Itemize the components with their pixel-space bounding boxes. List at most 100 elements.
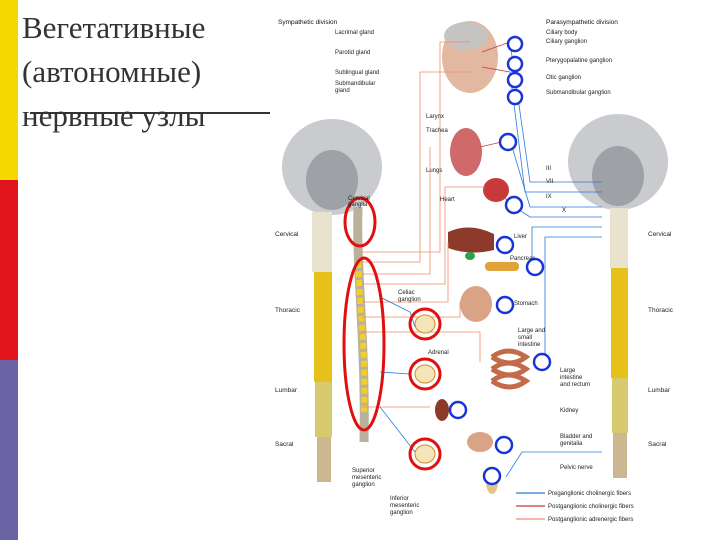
left-spine-lumbar bbox=[315, 382, 332, 437]
label-right-cervical: Cervical bbox=[648, 231, 672, 238]
head-hair bbox=[444, 22, 488, 50]
label-large-small-2: small bbox=[518, 335, 532, 341]
label-otic: Otic ganglion bbox=[546, 75, 581, 81]
sympathetic-chain-beads bbox=[355, 261, 368, 413]
stomach-organ bbox=[460, 286, 492, 322]
title-divider bbox=[30, 112, 270, 114]
ganglion-marker-7 bbox=[495, 235, 515, 255]
label-pterygopalatine: Pterygopalatine ganglion bbox=[546, 58, 612, 64]
autonomic-nervous-system-diagram: Sympathetic division Parasympathetic div… bbox=[275, 19, 674, 523]
legend-preganglionic: Preganglionic cholinergic fibers bbox=[548, 491, 631, 497]
label-bladder-2: genitalia bbox=[560, 441, 583, 447]
ganglion-marker-6 bbox=[504, 195, 524, 215]
accent-bar-yellow bbox=[0, 0, 18, 180]
ganglion-marker-1 bbox=[506, 35, 524, 53]
highlight-cervical-ganglia bbox=[343, 196, 377, 248]
label-liver: Liver bbox=[514, 234, 527, 240]
right-brain-inner bbox=[592, 146, 644, 206]
label-ciliary-body: Ciliary body bbox=[546, 30, 577, 36]
label-lacrimal-gland: Lacrimal gland bbox=[335, 30, 374, 36]
pancreas-organ bbox=[485, 262, 519, 271]
label-ciliary-ganglion: Ciliary ganglion bbox=[546, 39, 587, 45]
label-heart: Heart bbox=[440, 197, 455, 203]
ganglion-marker-13 bbox=[482, 466, 502, 486]
label-superior-mesenteric: Superior bbox=[352, 468, 375, 474]
label-vii: VII bbox=[546, 179, 554, 185]
label-large-rect-2: intestine bbox=[560, 375, 583, 381]
label-adrenal: Adrenal bbox=[428, 350, 449, 356]
label-cervical-ganglia-2: ganglia bbox=[348, 202, 368, 208]
label-cervical-ganglia: Cervical bbox=[348, 196, 370, 202]
header-sympathetic: Sympathetic division bbox=[278, 19, 338, 26]
left-spine-thoracic bbox=[314, 272, 332, 382]
ganglion-marker-9 bbox=[495, 295, 515, 315]
label-pancreas: Pancreas bbox=[510, 256, 535, 262]
label-left-cervical: Cervical bbox=[275, 231, 299, 238]
ganglion-marker-11 bbox=[448, 400, 468, 420]
label-large-small-3: intestine bbox=[518, 342, 541, 348]
superior-mesenteric-ganglion bbox=[414, 364, 436, 384]
label-large-rect-1: Large bbox=[560, 368, 576, 374]
label-x: X bbox=[562, 208, 566, 214]
label-superior-mesenteric-2: mesenteric bbox=[352, 475, 381, 481]
label-superior-mesenteric-3: ganglion bbox=[352, 482, 375, 488]
label-left-thoracic: Thoracic bbox=[275, 307, 301, 314]
title-line-1: Вегетативные bbox=[22, 10, 206, 45]
label-trachea: Trachea bbox=[426, 128, 448, 134]
label-celiac: Celiac bbox=[398, 290, 415, 296]
highlight-sympathetic-chain bbox=[342, 256, 386, 432]
label-right-lumbar: Lumbar bbox=[648, 387, 671, 394]
gallbladder-organ bbox=[465, 252, 475, 260]
ganglion-marker-2 bbox=[506, 55, 524, 73]
right-spine-cervical bbox=[610, 208, 628, 268]
legend-postganglionic-cholinergic: Postganglionic cholinergic fibers bbox=[548, 504, 634, 510]
ganglion-marker-3 bbox=[506, 71, 524, 89]
left-spine-cervical bbox=[312, 212, 332, 272]
label-celiac-2: ganglion bbox=[398, 297, 421, 303]
label-left-sacral: Sacral bbox=[275, 441, 294, 448]
right-spine-lumbar bbox=[612, 378, 628, 433]
left-brain-inner bbox=[306, 150, 358, 210]
ganglion-marker-10 bbox=[532, 352, 552, 372]
highlight-superior-mesenteric bbox=[408, 357, 442, 391]
legend-postganglionic-adrenergic: Postganglionic adrenergic fibers bbox=[548, 517, 633, 523]
label-large-rect-3: and rectum bbox=[560, 382, 590, 388]
label-stomach: Stomach bbox=[514, 301, 538, 307]
label-iii: III bbox=[546, 166, 551, 172]
right-spine-sacral bbox=[613, 433, 627, 478]
heart-organ bbox=[483, 178, 509, 202]
preganglionic-fibers bbox=[379, 41, 602, 478]
label-right-thoracic: Thoracic bbox=[648, 307, 674, 314]
kidney-organ bbox=[435, 399, 449, 421]
label-right-sacral: Sacral bbox=[648, 441, 667, 448]
ganglion-marker-12 bbox=[494, 435, 514, 455]
legend: Preganglionic cholinergic fibers Postgan… bbox=[516, 491, 634, 523]
label-submandibular-2: gland bbox=[335, 88, 350, 94]
adrenergic-fibers bbox=[362, 41, 485, 408]
label-left-lumbar: Lumbar bbox=[275, 387, 298, 394]
label-lungs: Lungs bbox=[426, 168, 442, 174]
label-submandibular-ganglion: Submandibular ganglion bbox=[546, 90, 611, 96]
label-inferior-mesenteric: Inferior bbox=[390, 496, 409, 502]
label-larynx: Larynx bbox=[426, 114, 444, 120]
intestine-organ bbox=[490, 348, 531, 390]
left-spine-sacral bbox=[317, 437, 331, 482]
label-ix: IX bbox=[546, 194, 552, 200]
lungs-organ bbox=[450, 128, 482, 176]
label-kidney: Kidney bbox=[560, 408, 578, 414]
accent-bar-blue bbox=[0, 360, 18, 540]
header-parasympathetic: Parasympathetic division bbox=[546, 19, 618, 26]
label-inferior-mesenteric-3: ganglion bbox=[390, 510, 413, 516]
accent-bar-red bbox=[0, 180, 18, 360]
bladder-organ bbox=[467, 432, 493, 452]
label-large-small-1: Large and bbox=[518, 328, 545, 334]
celiac-ganglion bbox=[414, 314, 436, 334]
label-bladder-1: Bladder and bbox=[560, 434, 592, 440]
highlight-inferior-mesenteric bbox=[408, 437, 442, 471]
ganglion-marker-8 bbox=[525, 257, 545, 277]
ganglion-marker-4 bbox=[506, 88, 524, 106]
slide-title: Вегетативные (автономные) нервные узлы bbox=[22, 6, 274, 138]
title-line-2: (автономные) bbox=[22, 54, 202, 89]
label-sublingual-gland: Sublingual gland bbox=[335, 70, 379, 76]
title-line-3: нервные узлы bbox=[22, 98, 206, 133]
